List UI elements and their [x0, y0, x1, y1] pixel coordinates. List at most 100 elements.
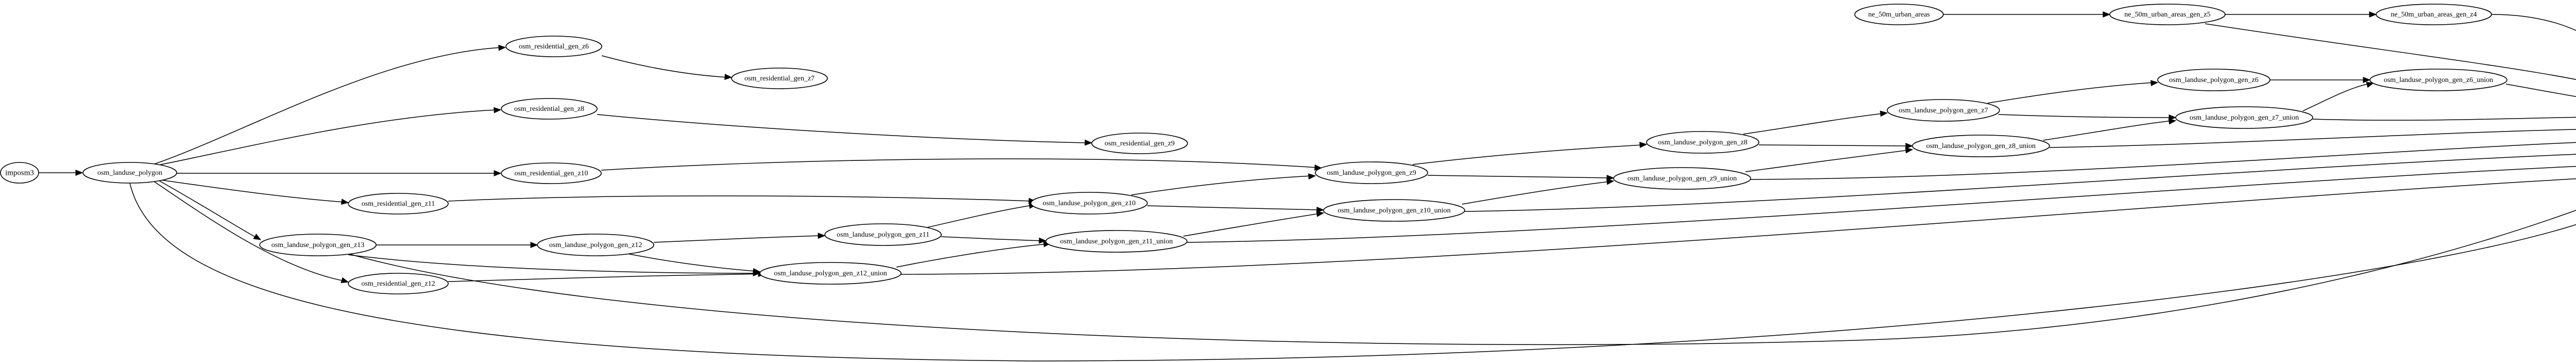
edge-ne_50m_urban_areas_gen_z5-to-ne_50m_urban_areas_gen_z4: [2225, 11, 2377, 18]
node-osm_landuse_polygon_gen_z12_union[interactable]: osm_landuse_polygon_gen_z12_union: [759, 262, 902, 285]
arrow-head-icon: [498, 44, 506, 51]
node-label: osm_residential_gen_z9: [1105, 140, 1175, 147]
node-osm_landuse_polygon_gen_z10_union[interactable]: osm_landuse_polygon_gen_z10_union: [1323, 199, 1465, 222]
node-osm_landuse_polygon_gen_z6_union[interactable]: osm_landuse_polygon_gen_z6_union: [2369, 69, 2507, 91]
edge-osm_landuse_polygon_gen_z10_union-to-osm_landuse_polygon_gen_z9_union: [1462, 178, 1615, 205]
node-osm_landuse_polygon_gen_z10[interactable]: osm_landuse_polygon_gen_z10: [1030, 192, 1148, 215]
edge-path: [1743, 113, 1884, 135]
edge-osm_landuse_polygon-to-osm_residential_gen_z11: [160, 179, 349, 205]
edge-path: [2312, 117, 2576, 121]
edge-osm_residential_gen_z6-to-osm_residential_gen_z7: [601, 55, 733, 80]
edge-path: [1183, 213, 1320, 237]
edge-osm_landuse_polygon_gen_z11_union-to-layer_landuse_z11: [1187, 166, 2576, 243]
node-osm_landuse_polygon_gen_z7_union[interactable]: osm_landuse_polygon_gen_z7_union: [2175, 106, 2313, 129]
edge-osm_landuse_polygon_gen_z12-to-osm_landuse_polygon_gen_z12_union: [627, 253, 761, 274]
edge-osm_landuse_polygon_gen_z7_union-to-layer_landuse_z7: [2312, 117, 2576, 121]
node-osm_landuse_polygon_gen_z6[interactable]: osm_landuse_polygon_gen_z6: [2157, 69, 2270, 91]
node-shape: [259, 234, 377, 256]
node-label: osm_landuse_polygon_gen_z10: [1043, 200, 1136, 207]
edge-ne_50m_urban_areas_gen_z4-to-layer_landuse_z4: [2491, 14, 2576, 31]
node-label: osm_landuse_polygon_gen_z12_union: [774, 270, 887, 277]
edge-osm_landuse_polygon_gen_z8_union-to-layer_landuse_z8: [2049, 129, 2576, 148]
arrow-head-icon: [253, 234, 262, 240]
edge-path: [597, 114, 1089, 143]
node-osm_residential_gen_z10[interactable]: osm_residential_gen_z10: [501, 162, 602, 184]
edge-path: [2049, 129, 2576, 148]
node-shape: [537, 234, 654, 256]
node-osm_residential_gen_z8[interactable]: osm_residential_gen_z8: [501, 98, 598, 120]
node-ne_50m_urban_areas[interactable]: ne_50m_urban_areas: [1854, 4, 1944, 25]
node-label: ne_50m_urban_areas_gen_z4: [2391, 11, 2477, 19]
edge-path: [1462, 181, 1611, 205]
edge-path: [1412, 144, 1643, 165]
node-osm_landuse_polygon_gen_z9[interactable]: osm_landuse_polygon_gen_z9: [1315, 161, 1428, 184]
arrow-head-icon: [1606, 178, 1615, 185]
node-osm_landuse_polygon_gen_z9_union[interactable]: osm_landuse_polygon_gen_z9_union: [1613, 167, 1751, 190]
node-osm_landuse_polygon_gen_z8_union[interactable]: osm_landuse_polygon_gen_z8_union: [1912, 135, 2050, 157]
node-osm_landuse_polygon[interactable]: osm_landuse_polygon: [82, 162, 177, 184]
node-osm_landuse_polygon_gen_z13[interactable]: osm_landuse_polygon_gen_z13: [259, 234, 377, 256]
node-osm_landuse_polygon_gen_z8[interactable]: osm_landuse_polygon_gen_z8: [1646, 131, 1759, 154]
edge-osm_residential_gen_z11-to-osm_landuse_polygon_gen_z10: [448, 195, 1037, 204]
node-label: osm_landuse_polygon_gen_z13: [272, 241, 364, 249]
node-osm_residential_gen_z9[interactable]: osm_residential_gen_z9: [1091, 133, 1188, 154]
node-label: ne_50m_urban_areas: [1868, 11, 1930, 19]
node-osm_residential_gen_z6[interactable]: osm_residential_gen_z6: [505, 36, 602, 57]
arrow-head-icon: [1039, 237, 1047, 244]
node-osm_residential_gen_z12[interactable]: osm_residential_gen_z12: [348, 273, 449, 294]
edge-osm_landuse_polygon_gen_z12-to-osm_landuse_polygon_gen_z11: [653, 233, 826, 243]
node-shape: [1323, 199, 1465, 222]
node-label: osm_residential_gen_z12: [361, 280, 435, 288]
arrow-head-icon: [2150, 80, 2159, 87]
edge-path: [1427, 175, 1611, 178]
node-shape: [1854, 4, 1944, 25]
node-label: osm_landuse_polygon_gen_z9: [1327, 169, 1416, 177]
edge-osm_landuse_polygon_gen_z11-to-osm_landuse_polygon_gen_z10: [927, 203, 1037, 228]
edge-osm_landuse_polygon_gen_z11_union-to-osm_landuse_polygon_gen_z10_union: [1183, 210, 1325, 237]
node-shape: [824, 223, 942, 246]
edge-osm_landuse_polygon_gen_z6_union-to-layer_landuse_z6: [2505, 84, 2576, 97]
node-shape: [1613, 167, 1751, 190]
edge-path: [1745, 150, 1909, 172]
node-osm_residential_gen_z11[interactable]: osm_residential_gen_z11: [348, 193, 449, 215]
node-ne_50m_urban_areas_gen_z5[interactable]: ne_50m_urban_areas_gen_z5: [2109, 4, 2226, 25]
node-osm_landuse_polygon_gen_z12[interactable]: osm_landuse_polygon_gen_z12: [537, 234, 654, 256]
node-label: osm_residential_gen_z8: [514, 105, 584, 113]
edge-path: [1987, 82, 2155, 104]
node-shape: [1646, 131, 1759, 154]
arrow-head-icon: [724, 74, 733, 80]
arrow-head-icon: [1905, 143, 1913, 149]
arrow-head-icon: [530, 242, 538, 248]
edge-osm_landuse_polygon_gen_z10_union-to-layer_landuse_z10: [1464, 154, 2576, 212]
edge-path: [1187, 166, 2576, 243]
edge-osm_landuse_polygon-to-osm_residential_gen_z10: [177, 170, 502, 176]
edge-path: [601, 158, 1318, 171]
node-label: osm_landuse_polygon_gen_z6_union: [2384, 76, 2493, 84]
arrow-head-icon: [1639, 142, 1648, 148]
arrow-head-icon: [1905, 147, 1913, 154]
node-shape: [348, 273, 449, 294]
node-label: osm_landuse_polygon_gen_z7_union: [2190, 114, 2299, 122]
node-osm_landuse_polygon_gen_z11_union[interactable]: osm_landuse_polygon_gen_z11_union: [1045, 230, 1188, 253]
node-label: ne_50m_urban_areas_gen_z5: [2124, 11, 2210, 19]
edge-path: [2205, 23, 2576, 80]
edge-path: [941, 236, 1043, 241]
node-ne_50m_urban_areas_gen_z4[interactable]: ne_50m_urban_areas_gen_z4: [2376, 4, 2492, 25]
arrow-head-icon: [494, 107, 502, 113]
edge-path: [653, 235, 822, 243]
edge-path: [348, 210, 2576, 345]
node-imposm3[interactable]: imposm3: [0, 162, 39, 184]
edge-osm_landuse_polygon_gen_z13-to-osm_landuse_polygon_gen_z12: [376, 242, 538, 248]
edge-path: [1131, 175, 1312, 195]
edge-path: [156, 109, 498, 166]
node-osm_landuse_polygon_gen_z7[interactable]: osm_landuse_polygon_gen_z7: [1887, 99, 2000, 122]
arrow-head-icon: [341, 277, 349, 283]
arrow-head-icon: [818, 233, 826, 239]
node-osm_residential_gen_z7[interactable]: osm_residential_gen_z7: [731, 68, 828, 89]
node-osm_landuse_polygon_gen_z11[interactable]: osm_landuse_polygon_gen_z11: [824, 223, 942, 246]
arrow-head-icon: [1879, 110, 1888, 117]
edge-osm_landuse_polygon_gen_z9-to-osm_landuse_polygon_gen_z9_union: [1427, 175, 1615, 181]
edge-path: [1147, 205, 1320, 210]
edge-path: [154, 181, 345, 282]
node-shape: [2157, 69, 2270, 91]
